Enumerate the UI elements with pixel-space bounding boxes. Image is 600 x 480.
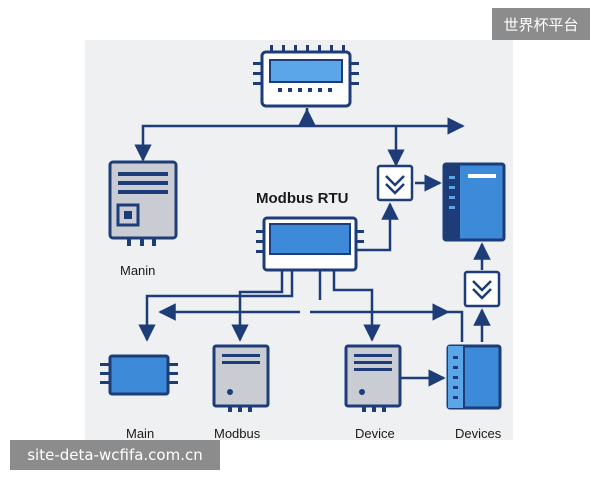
line-center-down-4 — [332, 270, 381, 342]
line-center-down-2 — [138, 270, 294, 342]
line-bus-right-to-device — [448, 310, 464, 342]
line-center-down-1 — [231, 270, 284, 342]
watermark-bottom-left: site-deta-wcfifa.com.cn — [10, 440, 220, 470]
device-label: Device — [355, 426, 395, 441]
main-label: Main — [126, 426, 155, 441]
line-bus-left-to-server — [134, 124, 307, 162]
left-server-icon — [108, 160, 178, 246]
bottom-server-modbus-icon — [212, 344, 270, 412]
line-center-to-converter — [356, 202, 399, 252]
center-module-icon — [256, 216, 364, 272]
watermark-top-right: 世界杯平台 — [492, 8, 590, 40]
modbus-rtu-label: Modbus RTU — [256, 190, 349, 207]
devices-label: Devices — [455, 426, 502, 441]
bottom-chip-icon — [100, 354, 178, 396]
bottom-server-device-icon — [344, 344, 402, 412]
bottom-rack-device-icon — [446, 344, 502, 410]
manin-label: Manin — [120, 263, 156, 278]
right-rack-icon — [442, 162, 506, 242]
top-chip-icon — [253, 45, 359, 108]
connection-lines — [134, 108, 491, 387]
lower-converter-icon — [463, 270, 501, 308]
upper-converter-icon — [376, 164, 414, 202]
modbus-label: Modbus — [214, 426, 261, 441]
